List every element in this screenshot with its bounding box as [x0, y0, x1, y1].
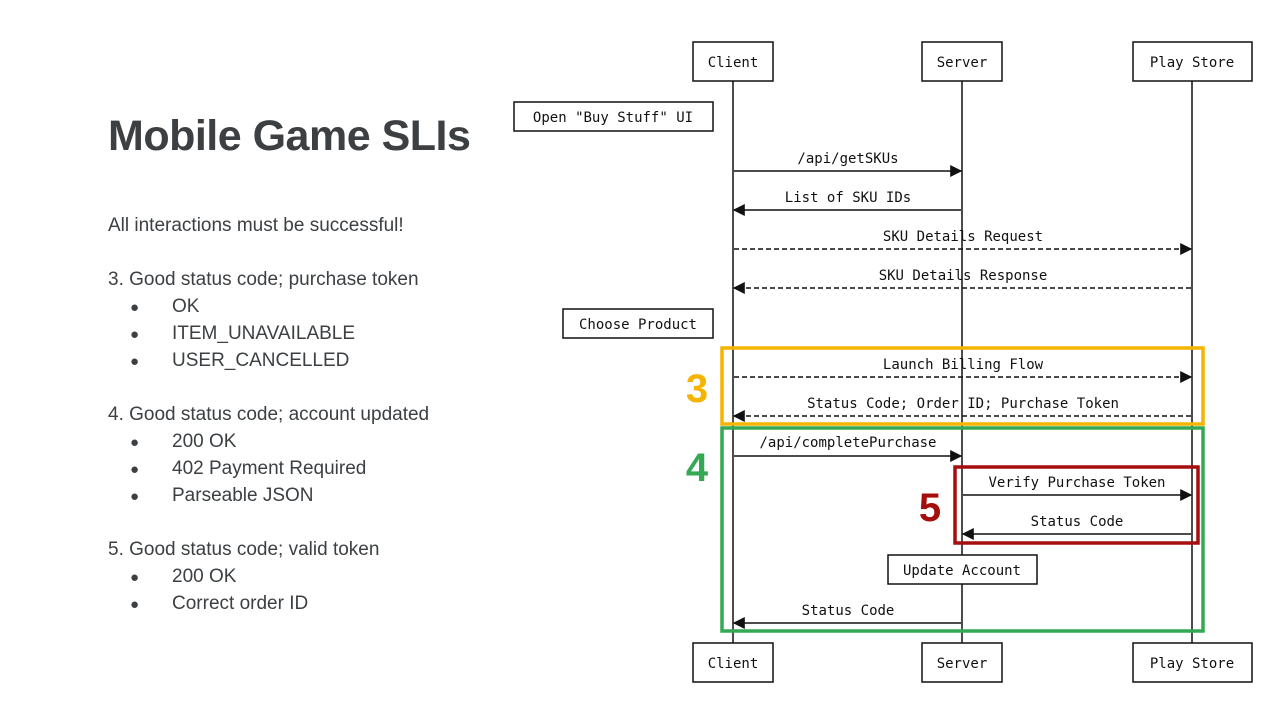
list-item: ●200 OK: [108, 563, 508, 590]
svg-text:/api/completePurchase: /api/completePurchase: [759, 435, 936, 451]
list-item: ●OK: [108, 293, 508, 320]
list-item: ●USER_CANCELLED: [108, 347, 508, 374]
note-open-buy-stuff: Open "Buy Stuff" UI: [513, 101, 714, 132]
svg-text:Client: Client: [708, 55, 759, 71]
message-sku-details-request: SKU Details Request: [734, 229, 1193, 255]
bullet-icon: ●: [130, 434, 140, 451]
list-item: ●Parseable JSON: [108, 482, 508, 509]
svg-text:SKU Details Request: SKU Details Request: [883, 229, 1043, 245]
participant-playstore-top: Play Store: [1132, 41, 1253, 82]
svg-text:Server: Server: [937, 656, 988, 672]
message-sku-details-response: SKU Details Response: [732, 268, 1191, 294]
participant-playstore-bottom: Play Store: [1132, 642, 1253, 683]
section-heading: 3. Good status code; purchase token: [108, 269, 419, 290]
participant-client-bottom: Client: [692, 642, 774, 683]
participant-client-top: Client: [692, 41, 774, 82]
svg-text:SKU Details Response: SKU Details Response: [879, 268, 1048, 284]
section-heading: 4. Good status code; account updated: [108, 404, 430, 425]
svg-text:5: 5: [919, 486, 941, 530]
bullet-icon: ●: [130, 326, 140, 343]
message-get-skus: /api/getSKUs: [734, 151, 963, 177]
bullet-icon: ●: [130, 596, 140, 613]
svg-text:Choose Product: Choose Product: [579, 317, 697, 333]
list-item: ●Correct order ID: [108, 590, 508, 617]
svg-text:List of SKU IDs: List of SKU IDs: [785, 190, 911, 206]
page-title: Mobile Game SLIs: [108, 112, 471, 160]
svg-text:Verify Purchase Token: Verify Purchase Token: [988, 475, 1165, 491]
svg-text:Play Store: Play Store: [1150, 656, 1234, 672]
sli-text-block: All interactions must be successful! 3. …: [108, 212, 508, 617]
svg-text:Status Code: Status Code: [802, 603, 895, 619]
svg-text:Play Store: Play Store: [1150, 55, 1234, 71]
participant-server-bottom: Server: [921, 642, 1003, 683]
svg-text:Status Code: Status Code: [1031, 514, 1124, 530]
list-item: ●200 OK: [108, 428, 508, 455]
svg-text:4: 4: [686, 446, 709, 490]
message-status-code-client: Status Code: [732, 603, 961, 629]
svg-text:3: 3: [686, 367, 708, 411]
message-list-sku-ids: List of SKU IDs: [732, 190, 961, 216]
list-item: ●402 Payment Required: [108, 455, 508, 482]
bullet-icon: ●: [130, 488, 140, 505]
group-5-highlight: 5: [919, 465, 1200, 545]
message-status-order-token: Status Code; Order ID; Purchase Token: [732, 396, 1191, 422]
group-3-highlight: 3: [686, 346, 1205, 426]
participant-server-top: Server: [921, 41, 1003, 82]
bullet-icon: ●: [130, 353, 140, 370]
group-4-highlight: 4: [686, 426, 1205, 633]
message-launch-billing-flow: Launch Billing Flow: [734, 357, 1193, 383]
message-verify-purchase-token: Verify Purchase Token: [963, 475, 1193, 501]
svg-text:/api/getSKUs: /api/getSKUs: [797, 151, 898, 167]
svg-text:Update Account: Update Account: [903, 563, 1021, 579]
svg-text:Server: Server: [937, 55, 988, 71]
svg-text:Client: Client: [708, 656, 759, 672]
svg-text:Launch Billing Flow: Launch Billing Flow: [883, 357, 1044, 373]
list-item: ●ITEM_UNAVAILABLE: [108, 320, 508, 347]
note-update-account: Update Account: [887, 554, 1038, 585]
note-choose-product: Choose Product: [562, 308, 714, 339]
message-status-code-store: Status Code: [961, 514, 1191, 540]
svg-text:Open "Buy Stuff" UI: Open "Buy Stuff" UI: [533, 110, 693, 126]
bullet-icon: ●: [130, 461, 140, 478]
message-complete-purchase: /api/completePurchase: [734, 435, 963, 462]
svg-text:Status Code; Order ID; Purchas: Status Code; Order ID; Purchase Token: [807, 396, 1119, 412]
bullet-icon: ●: [130, 569, 140, 586]
section-heading: 5. Good status code; valid token: [108, 539, 380, 560]
bullet-icon: ●: [130, 299, 140, 316]
intro-text: All interactions must be successful!: [108, 215, 404, 236]
